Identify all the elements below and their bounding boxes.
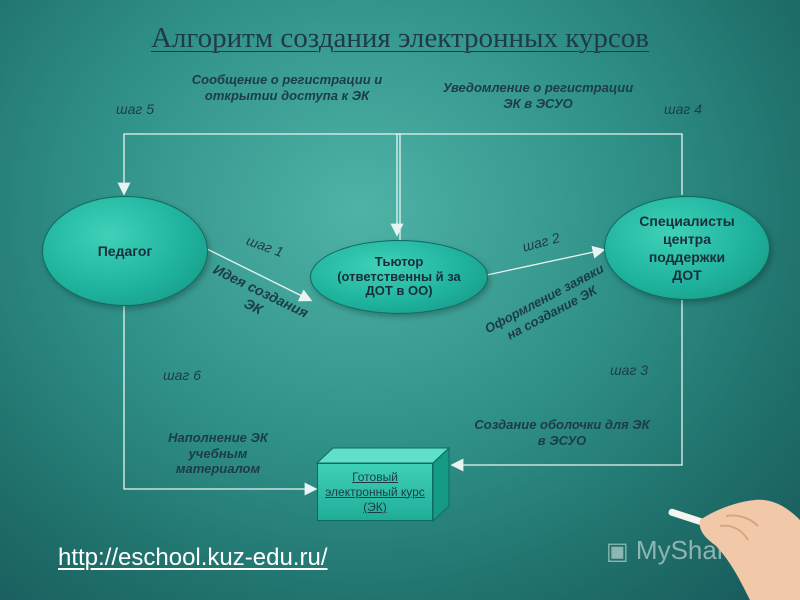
arrow-step6 (123, 305, 318, 496)
step-label-4: шаг 4 (664, 101, 702, 117)
logo-icon: ▣ (606, 538, 629, 565)
step-label-5: шаг 5 (116, 101, 154, 117)
node-specialists-label: Специалисты центра поддержки ДОТ (639, 212, 735, 284)
node-tutor-label: Тьютор (ответственны й за ДОТ в ОО) (337, 253, 461, 299)
course-box-top (315, 447, 451, 464)
label-step4-message: Уведомление о регистрации ЭК в ЭСУО (442, 80, 634, 111)
arrow-step4 (390, 133, 683, 237)
label-step3-message: Создание оболочки для ЭК в ЭСУО (474, 417, 650, 448)
arrow-step2 (486, 245, 606, 276)
node-course (317, 463, 433, 521)
page-title: Алгоритм создания электронных курсов (151, 22, 649, 54)
step-label-6: шаг 6 (163, 367, 201, 383)
step-label-3: шаг 3 (610, 362, 648, 378)
footer-url-link[interactable]: http://eschool.kuz-edu.ru/ (58, 544, 328, 571)
arrow-step1 (204, 247, 313, 302)
node-pedagog-label: Педагог (97, 243, 153, 259)
node-course-text: Готовый электронный курс (ЭК) (317, 463, 433, 521)
arrow-step3 (450, 300, 683, 472)
node-specialists: Специалисты центра поддержки ДОТ (604, 196, 770, 300)
hand-chalk-icon (668, 499, 800, 600)
label-step5-message: Сообщение о регистрации и открытии досту… (191, 72, 383, 103)
arrow-step5 (117, 133, 401, 240)
node-tutor: Тьютор (ответственны й за ДОТ в ОО) (310, 240, 488, 314)
label-step6-message: Наполнение ЭК учебным материалом (168, 430, 268, 477)
node-pedagog: Педагог (42, 196, 208, 306)
node-course-label: Готовый электронный курс (ЭК) (325, 469, 425, 514)
course-box-side (432, 446, 450, 523)
